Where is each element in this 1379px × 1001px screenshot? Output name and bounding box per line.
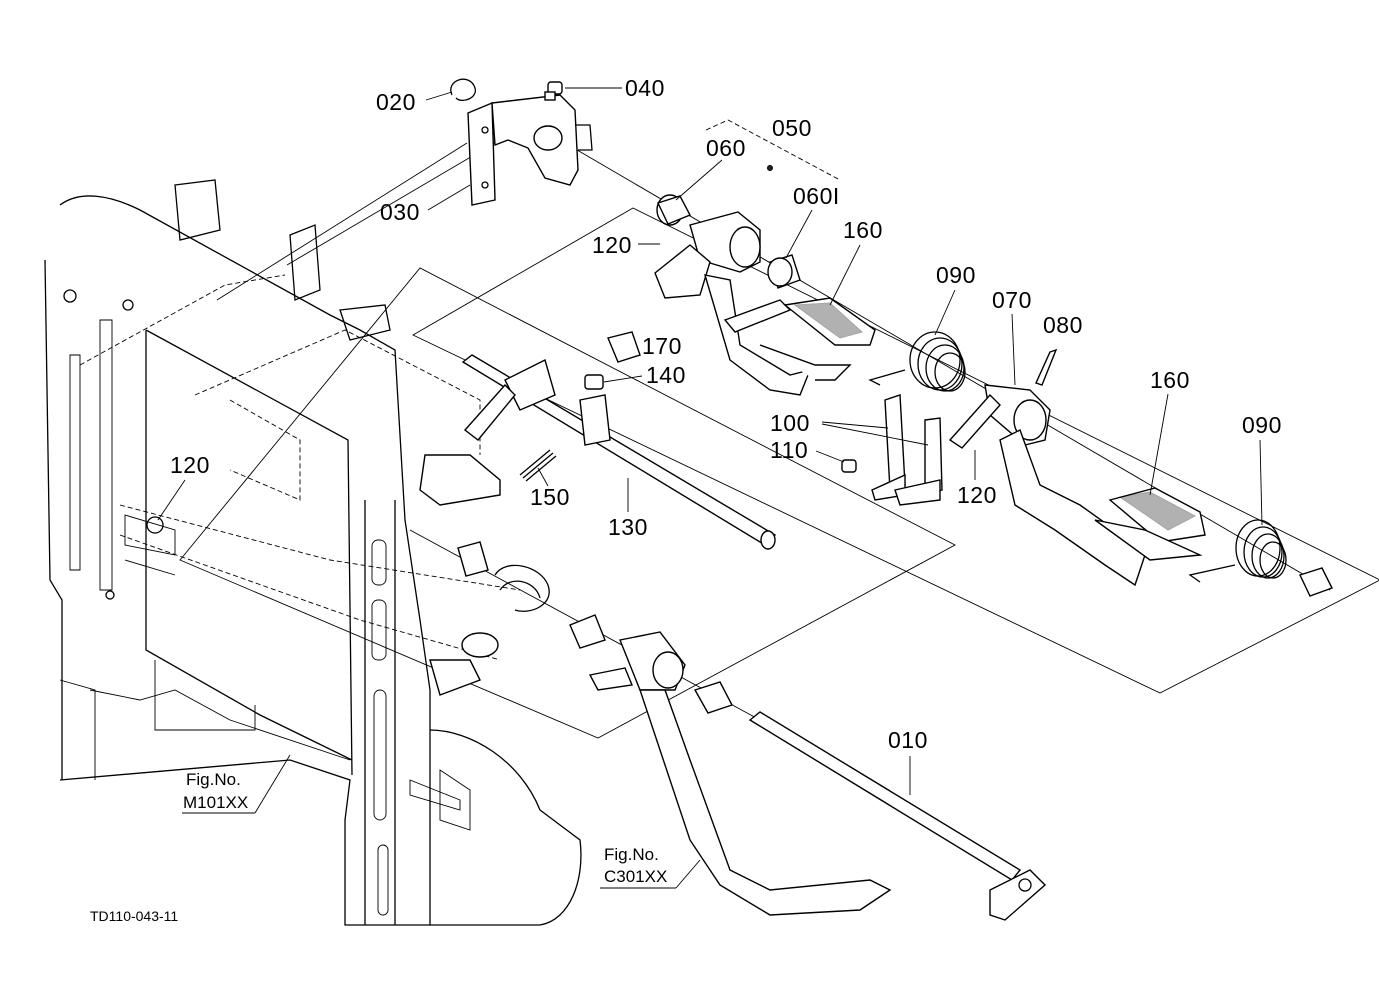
label-120b: 120 — [957, 482, 997, 508]
label-060b: 060I — [793, 183, 840, 209]
bushing-060b — [767, 254, 801, 289]
label-160a: 160 — [843, 217, 883, 243]
label-010: 010 — [888, 727, 928, 753]
label-150: 150 — [530, 484, 570, 510]
fig-ref-c301-line2: C301XX — [604, 867, 667, 886]
bolt-110 — [841, 459, 857, 473]
label-020: 020 — [376, 89, 416, 115]
spring-090b — [1188, 519, 1333, 597]
figure-refs: Fig.No. M101XX Fig.No. C301XX — [182, 754, 701, 889]
fig-ref-m101-line2: M101XX — [183, 793, 248, 812]
label-030: 030 — [380, 199, 420, 225]
spring-150 — [519, 449, 557, 482]
bushing-060 — [656, 194, 691, 226]
label-170: 170 — [642, 333, 682, 359]
label-090a: 090 — [936, 262, 976, 288]
pad-170 — [607, 331, 641, 363]
drawing-code: TD110-043-11 — [90, 908, 178, 924]
label-060a: 060 — [706, 135, 746, 161]
label-130: 130 — [608, 514, 648, 540]
part-labels: 020 040 050 060 060I 030 120 160 090 070… — [157, 75, 1282, 795]
label-050: 050 — [772, 115, 812, 141]
tractor-frame — [44, 179, 582, 926]
fig-ref-m101-line1: Fig.No. — [186, 770, 241, 789]
label-040: 040 — [625, 75, 665, 101]
pedal-050 — [654, 211, 876, 396]
label-090b: 090 — [1242, 412, 1282, 438]
shaft-130 — [461, 354, 777, 550]
label-110: 110 — [770, 437, 808, 463]
label-140: 140 — [646, 362, 686, 388]
label-070: 070 — [992, 287, 1032, 313]
pin-080 — [1035, 348, 1058, 386]
fitting-140 — [584, 374, 604, 390]
label-120a: 120 — [592, 232, 632, 258]
spring-090a — [868, 331, 966, 392]
grease-nipple-040 — [544, 81, 563, 101]
lower-pedal — [457, 541, 1047, 921]
label-160b: 160 — [1150, 367, 1190, 393]
bracket-100 — [871, 394, 943, 506]
circlip-020 — [450, 78, 476, 102]
label-120c: 120 — [170, 452, 210, 478]
pedal-070 — [948, 384, 1206, 587]
label-080: 080 — [1043, 312, 1083, 338]
fig-ref-c301-line1: Fig.No. — [604, 845, 659, 864]
bracket-030 — [467, 94, 593, 206]
label-100: 100 — [770, 410, 810, 436]
